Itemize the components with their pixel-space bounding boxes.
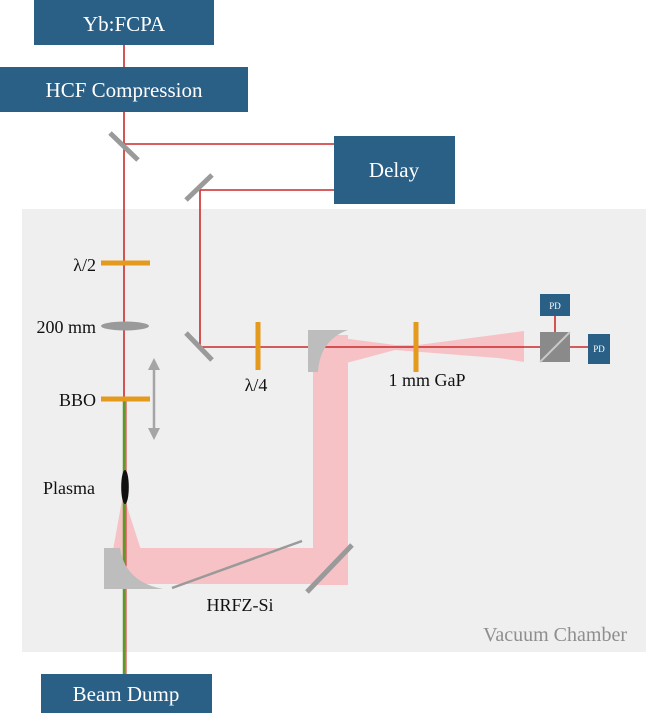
parabolic-fold-mirror bbox=[305, 543, 354, 594]
probe-beam-from-delay bbox=[199, 189, 540, 348]
hrfz-si-label: HRFZ-Si bbox=[206, 595, 273, 615]
photodiode-top: PD bbox=[540, 294, 570, 316]
lens-label: 200 mm bbox=[36, 317, 96, 337]
thz-generation-cone bbox=[113, 500, 141, 550]
quarter-wave-label: λ/4 bbox=[245, 375, 268, 395]
plasma-filament bbox=[121, 470, 129, 504]
photodiode-right: PD bbox=[588, 334, 610, 364]
delay-box: Delay bbox=[334, 136, 455, 204]
focusing-parabolic-mirror bbox=[308, 330, 348, 372]
polarizing-beam-splitter bbox=[539, 331, 571, 363]
thz-focusing-cone bbox=[318, 335, 524, 370]
photodiode-top-label: PD bbox=[549, 301, 561, 311]
plasma-label: Plasma bbox=[43, 478, 95, 498]
translation-arrow bbox=[148, 358, 160, 440]
mirrors bbox=[108, 131, 354, 594]
thz-beam bbox=[113, 331, 524, 585]
delay-return-mirror bbox=[184, 173, 214, 202]
compression-box: HCF Compression bbox=[0, 67, 248, 112]
amplifier-box: Yb:FCPA bbox=[34, 0, 214, 45]
focusing-lens bbox=[101, 321, 149, 331]
amplifier-label: Yb:FCPA bbox=[83, 12, 166, 36]
probe-fold-mirror bbox=[184, 331, 214, 362]
photodiode-right-label: PD bbox=[593, 344, 605, 354]
thz-beam-upper-leg bbox=[313, 335, 348, 585]
beam-dump-label: Beam Dump bbox=[73, 682, 180, 706]
collimating-parabolic-mirror bbox=[104, 548, 163, 589]
gap-crystal-label: 1 mm GaP bbox=[388, 370, 465, 390]
laser-beam-paths bbox=[123, 0, 588, 400]
delay-label: Delay bbox=[369, 158, 420, 182]
beam-dump-box: Beam Dump bbox=[41, 674, 212, 713]
bbo-label: BBO bbox=[59, 390, 96, 410]
vacuum-chamber-label: Vacuum Chamber bbox=[483, 624, 627, 646]
half-wave-label: λ/2 bbox=[73, 255, 96, 275]
beam-splitter-mirror bbox=[108, 131, 140, 162]
hrfz-si-filter bbox=[171, 539, 303, 590]
compression-label: HCF Compression bbox=[46, 78, 203, 102]
